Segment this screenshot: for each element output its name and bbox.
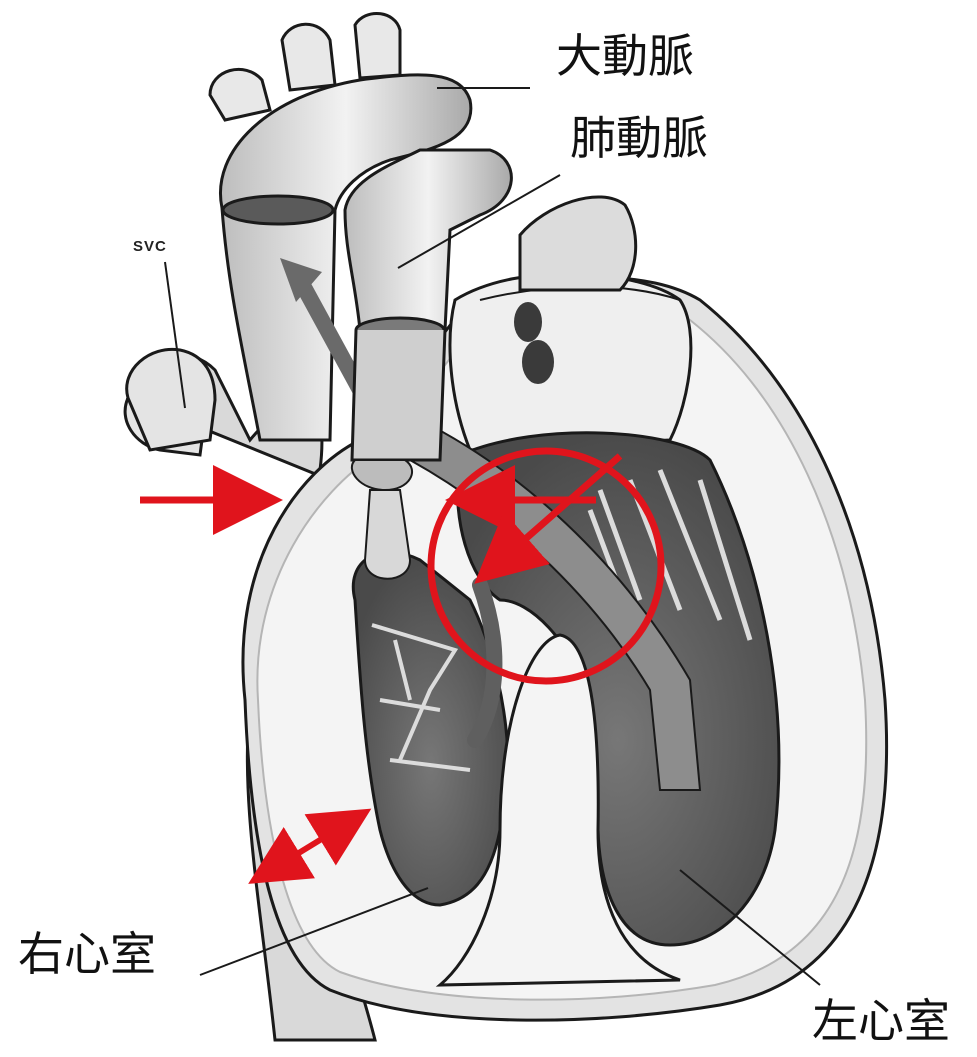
left-ventricle-label: 左心室 xyxy=(808,995,954,1048)
right-ventricle-label: 右心室 xyxy=(14,928,160,981)
left-atrium xyxy=(450,197,691,450)
aorta-label: 大動脈 xyxy=(552,30,698,83)
pulmonary-artery-label: 肺動脈 xyxy=(566,112,712,165)
svc-label: SVC xyxy=(133,238,167,255)
